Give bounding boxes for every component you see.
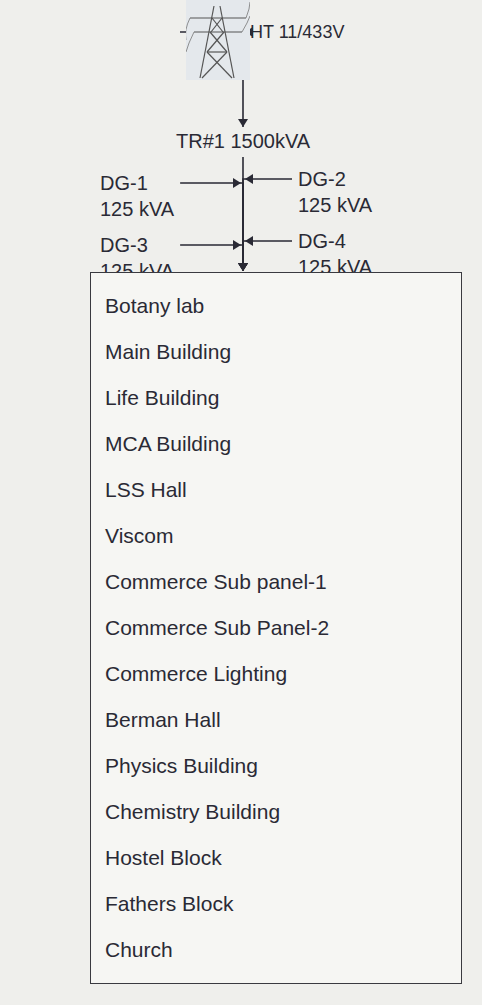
arrowhead xyxy=(238,263,248,271)
wire xyxy=(186,18,190,40)
arrowhead xyxy=(238,263,248,271)
feed-connector xyxy=(180,178,248,271)
transmission-tower-icon xyxy=(186,0,250,80)
node-text: HT 11/433V xyxy=(250,20,344,44)
tower-arm xyxy=(194,31,242,32)
generator-label: DG-2125 kVA xyxy=(298,166,372,218)
load-name: Commerce Sub panel-1 xyxy=(105,559,447,605)
load-name: Life Building xyxy=(105,375,447,421)
tower-brace xyxy=(207,51,227,52)
arrowhead xyxy=(238,263,248,271)
supply-source: HT 11/433V xyxy=(186,2,476,80)
load-name: Fathers Block xyxy=(105,881,447,927)
tower-lattice xyxy=(190,6,246,78)
connector-line xyxy=(243,241,292,271)
load-name: LSS Hall xyxy=(105,467,447,513)
load-name: Main Building xyxy=(105,329,447,375)
power-wires xyxy=(186,2,250,52)
generator-label: DG-1125 kVA xyxy=(100,170,174,222)
load-name: Botany lab xyxy=(105,283,447,329)
load-name: Commerce Sub Panel-2 xyxy=(105,605,447,651)
node-text: DG-4 xyxy=(298,228,372,254)
tower-arm xyxy=(190,17,246,18)
node-text: DG-2 xyxy=(298,166,372,192)
arrowhead xyxy=(233,240,241,250)
load-name: Hostel Block xyxy=(105,835,447,881)
tower-brace xyxy=(210,32,227,52)
node-text: DG-1 xyxy=(100,170,174,196)
feed-connector xyxy=(180,240,248,271)
wire xyxy=(242,16,250,32)
arrowhead xyxy=(238,119,248,127)
node-text: DG-3 xyxy=(100,232,174,258)
load-name: Viscom xyxy=(105,513,447,559)
tower-brace xyxy=(202,52,227,78)
arrowhead xyxy=(238,263,248,271)
node-text: 125 kVA xyxy=(100,196,174,222)
load-name: Berman Hall xyxy=(105,697,447,743)
node-text: TR#1 1500kVA xyxy=(176,128,310,154)
wire xyxy=(186,32,194,52)
load-list-box: Botany labMain BuildingLife BuildingMCA … xyxy=(90,272,462,984)
load-name: Commerce Lighting xyxy=(105,651,447,697)
connector-line xyxy=(180,183,243,271)
node-text: 125 kVA xyxy=(298,192,372,218)
tower-brace xyxy=(207,52,232,78)
tower-brace xyxy=(207,32,224,52)
transformer-label: TR#1 1500kVA xyxy=(176,128,310,154)
load-name: Physics Building xyxy=(105,743,447,789)
tower-brace xyxy=(212,18,223,32)
tower-brace xyxy=(211,18,222,32)
arrowhead xyxy=(245,174,253,184)
load-name: Church xyxy=(105,927,447,973)
icon-ground xyxy=(186,0,250,80)
arrowhead xyxy=(245,236,253,246)
arrowhead xyxy=(238,263,248,271)
arrowhead xyxy=(233,178,241,188)
load-name: Chemistry Building xyxy=(105,789,447,835)
feed-connector xyxy=(238,236,292,271)
load-name: MCA Building xyxy=(105,421,447,467)
connector-line xyxy=(243,179,292,271)
wire xyxy=(246,2,250,18)
feed-connector xyxy=(238,174,292,271)
